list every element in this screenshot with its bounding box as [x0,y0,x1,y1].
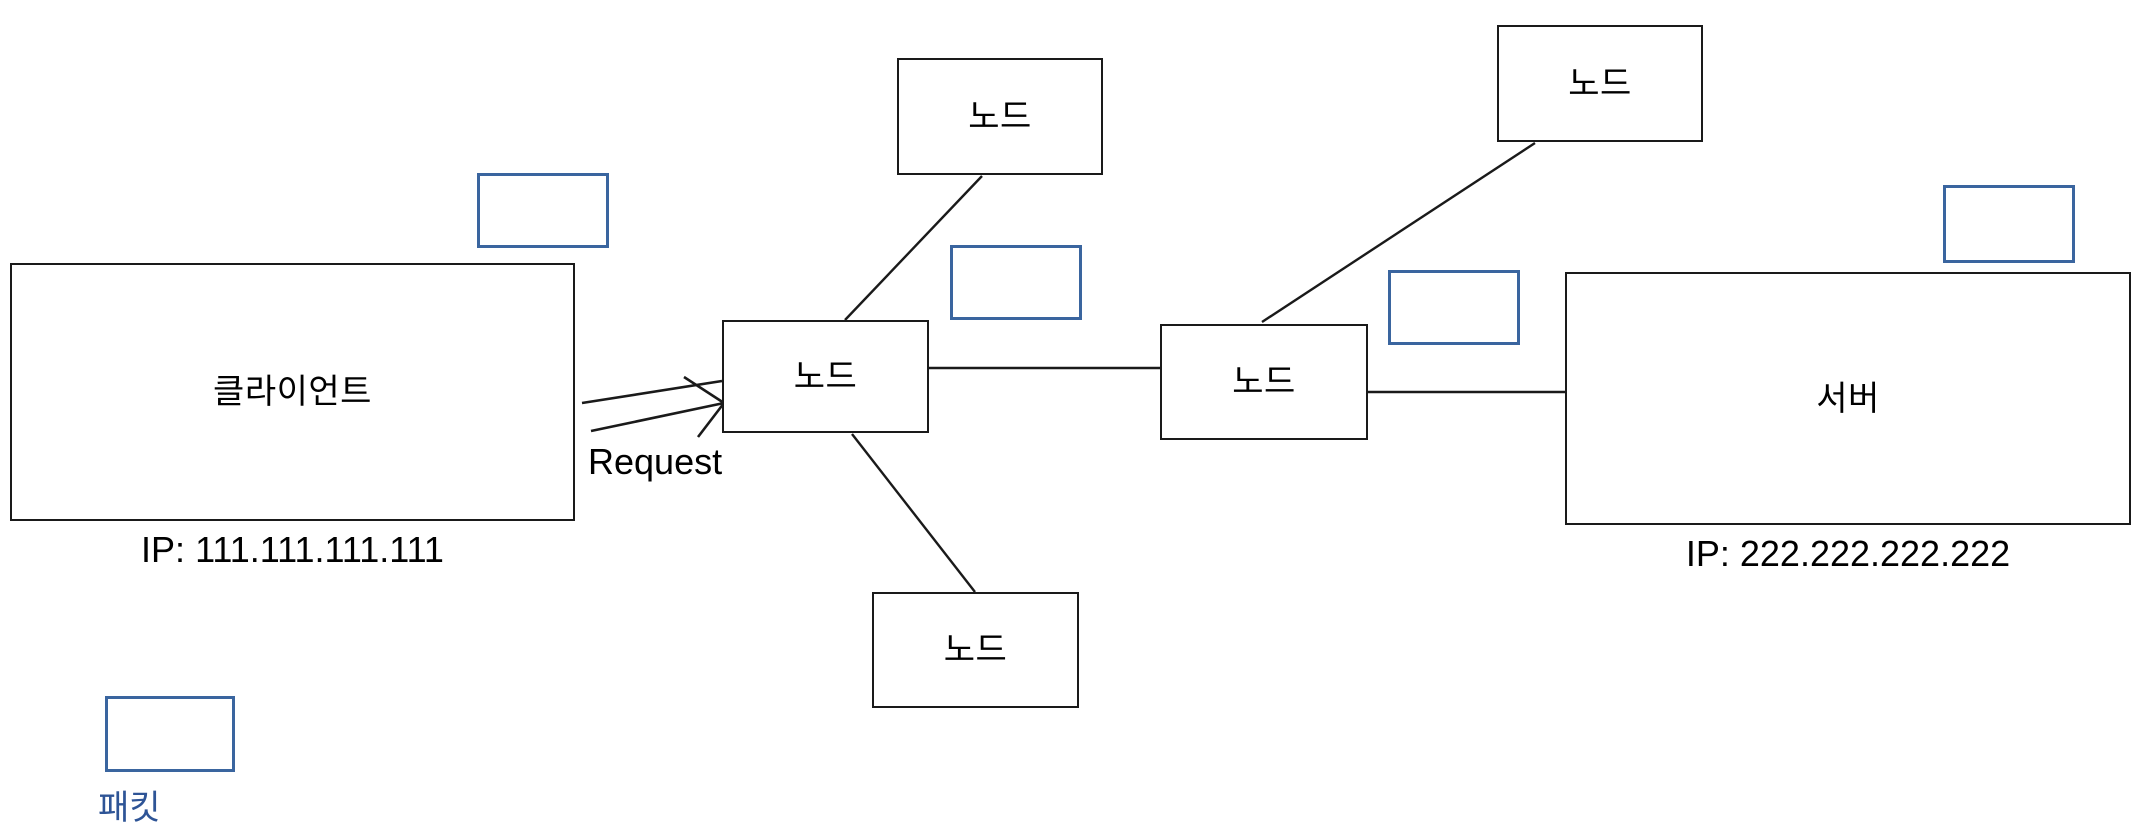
node-top-right-label: 노드 [1568,64,1632,103]
node-top-left-box[interactable]: 노드 [897,58,1103,175]
client-box[interactable]: 클라이언트 [10,263,575,521]
link-node1-bottom [851,433,976,593]
request-arrowhead-icon [683,375,726,438]
node-top-right-box[interactable]: 노드 [1497,25,1703,142]
client-label: 클라이언트 [213,373,372,411]
legend-packet-swatch [105,696,235,772]
packet-near-server[interactable] [1943,185,2075,263]
request-arrow-shaft [590,401,725,433]
node-bottom-label: 노드 [943,631,1008,669]
node-center-right-box[interactable]: 노드 [1160,324,1368,440]
client-ip-caption: IP: 111.111.111.111 [141,529,444,570]
node-center-left-label: 노드 [793,357,858,396]
node-center-right-label: 노드 [1232,363,1296,401]
server-label: 서버 [1816,379,1880,418]
request-flow-label: Request [588,441,723,482]
packet-right-of-node1[interactable] [950,245,1082,320]
node-bottom-box[interactable]: 노드 [872,592,1079,708]
server-box[interactable]: 서버 [1565,272,2131,525]
packet-right-of-node2[interactable] [1388,270,1520,345]
node-top-left-label: 노드 [968,97,1032,136]
packet-near-client[interactable] [477,173,609,248]
node-center-left-box[interactable]: 노드 [722,320,929,433]
server-ip-caption: IP: 222.222.222.222 [1685,533,2011,574]
legend-packet-label: 패킷 [98,789,161,827]
request-guide-line [581,379,723,405]
